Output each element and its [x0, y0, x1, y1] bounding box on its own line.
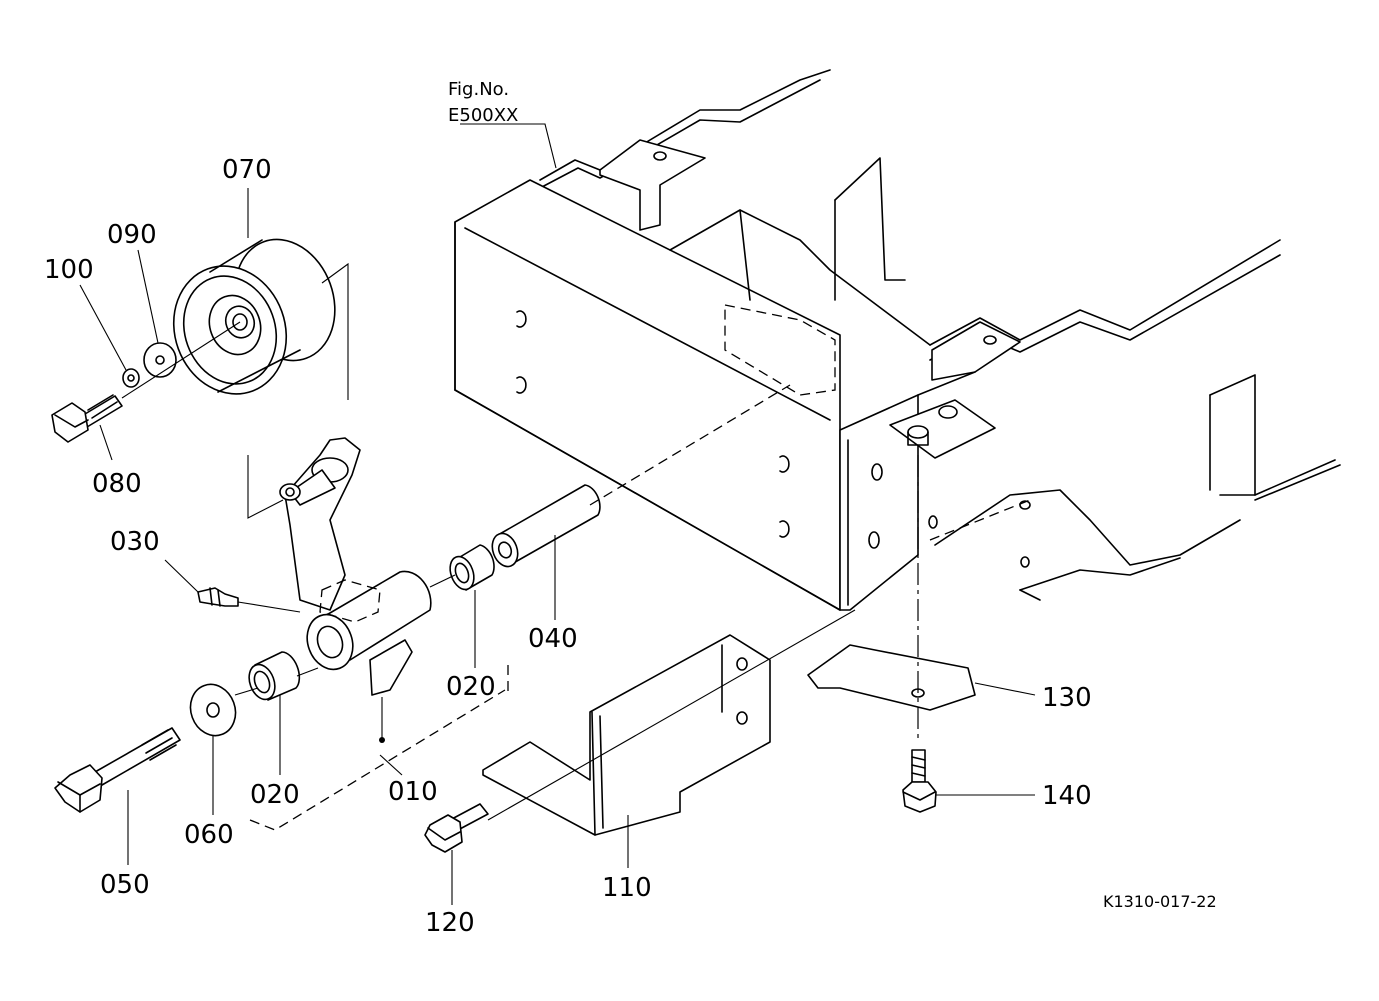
tractor-frame [454, 69, 1341, 611]
part-label-010: 010 [388, 777, 438, 807]
part-label-100: 100 [44, 255, 94, 285]
bushing-020-lower [248, 651, 301, 701]
assembly-centerlines [234, 384, 1031, 831]
part-label-120: 120 [425, 908, 475, 938]
part-label-110: 110 [602, 873, 652, 903]
bolt-080 [51, 394, 123, 443]
idler-pulley-070 [172, 238, 336, 395]
bolt-140 [902, 749, 937, 813]
part-label-070: 070 [222, 155, 272, 185]
part-label-040: 040 [528, 624, 578, 654]
part-label-030: 030 [110, 527, 160, 557]
part-label-020-upper: 020 [446, 672, 496, 702]
part-label-080: 080 [92, 469, 142, 499]
bolt-050 [54, 727, 181, 813]
drawing-code: K1310-017-22 [1103, 892, 1217, 911]
part-label-130: 130 [1042, 683, 1092, 713]
part-label-090: 090 [107, 220, 157, 250]
bushing-020-upper [449, 544, 495, 591]
part-label-060: 060 [184, 820, 234, 850]
spacer-040 [491, 484, 601, 568]
bracket-110 [482, 634, 771, 836]
fig-no-label: Fig.No. [448, 79, 509, 100]
part-label-020-lower: 020 [250, 780, 300, 810]
grease-fitting-030 [197, 587, 239, 607]
part-label-140: 140 [1042, 781, 1092, 811]
washer-060 [189, 683, 237, 737]
leader-lines [79, 123, 1036, 905]
part-label-050: 050 [100, 870, 150, 900]
plate-130 [807, 644, 976, 711]
tension-arm-010 [279, 437, 432, 743]
lock-washer-100 [122, 368, 140, 388]
bolt-120 [424, 803, 489, 853]
washer-090 [143, 342, 177, 378]
fig-no-value: E500XX [448, 105, 518, 126]
